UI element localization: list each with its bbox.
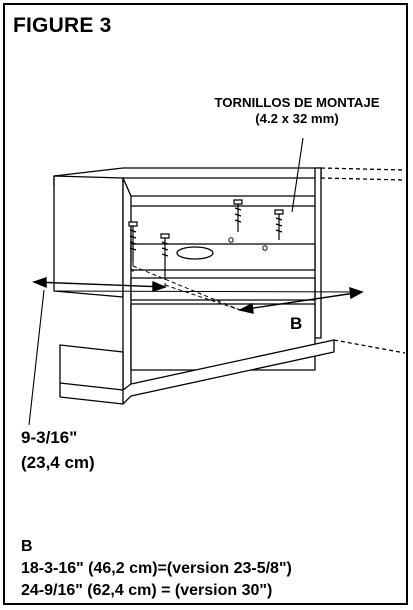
figure-border	[3, 3, 408, 605]
cabinet-right-side	[314, 167, 322, 339]
depth-cm: (23,4 cm)	[21, 453, 95, 472]
dimension-b-mark: B	[290, 314, 303, 333]
dimension-legend: B 18-3-16" (46,2 cm)=(version 23-5/8") 2…	[21, 536, 292, 602]
duct-hole	[176, 246, 214, 260]
screw-4	[274, 209, 284, 240]
drawer-front	[130, 277, 316, 301]
screw-3	[233, 199, 243, 232]
depth-dimension	[32, 277, 167, 292]
depth-dimension-label: 9-3/16" (23,4 cm)	[21, 425, 95, 475]
width-dimension	[53, 286, 364, 314]
cabinet-left-side-inner	[122, 177, 132, 391]
cabinet-left-side	[53, 175, 124, 298]
legend-heading: B	[21, 538, 33, 555]
mounting-screws	[128, 199, 284, 276]
mounting-shelf	[130, 243, 316, 271]
figure-title: FIGURE 3	[13, 14, 112, 37]
depth-inches: 9-3/16"	[21, 428, 78, 447]
screw-2	[160, 233, 170, 276]
legend-line-1: 18-3-16" (46,2 cm)=(version 23-5/8")	[21, 560, 292, 577]
cabinet-base	[59, 344, 124, 391]
screw-1	[128, 221, 138, 262]
screws-label: TORNILLOS DE MONTAJE (4.2 x 32 mm)	[186, 95, 408, 127]
legend-line-2: 24-9/16" (62,4 cm) = (version 30")	[21, 582, 273, 599]
label-leader	[291, 137, 304, 213]
depth-leader	[28, 289, 45, 426]
screws-label-name: TORNILLOS DE MONTAJE	[214, 95, 380, 110]
screws-label-size: (4.2 x 32 mm)	[255, 111, 339, 126]
